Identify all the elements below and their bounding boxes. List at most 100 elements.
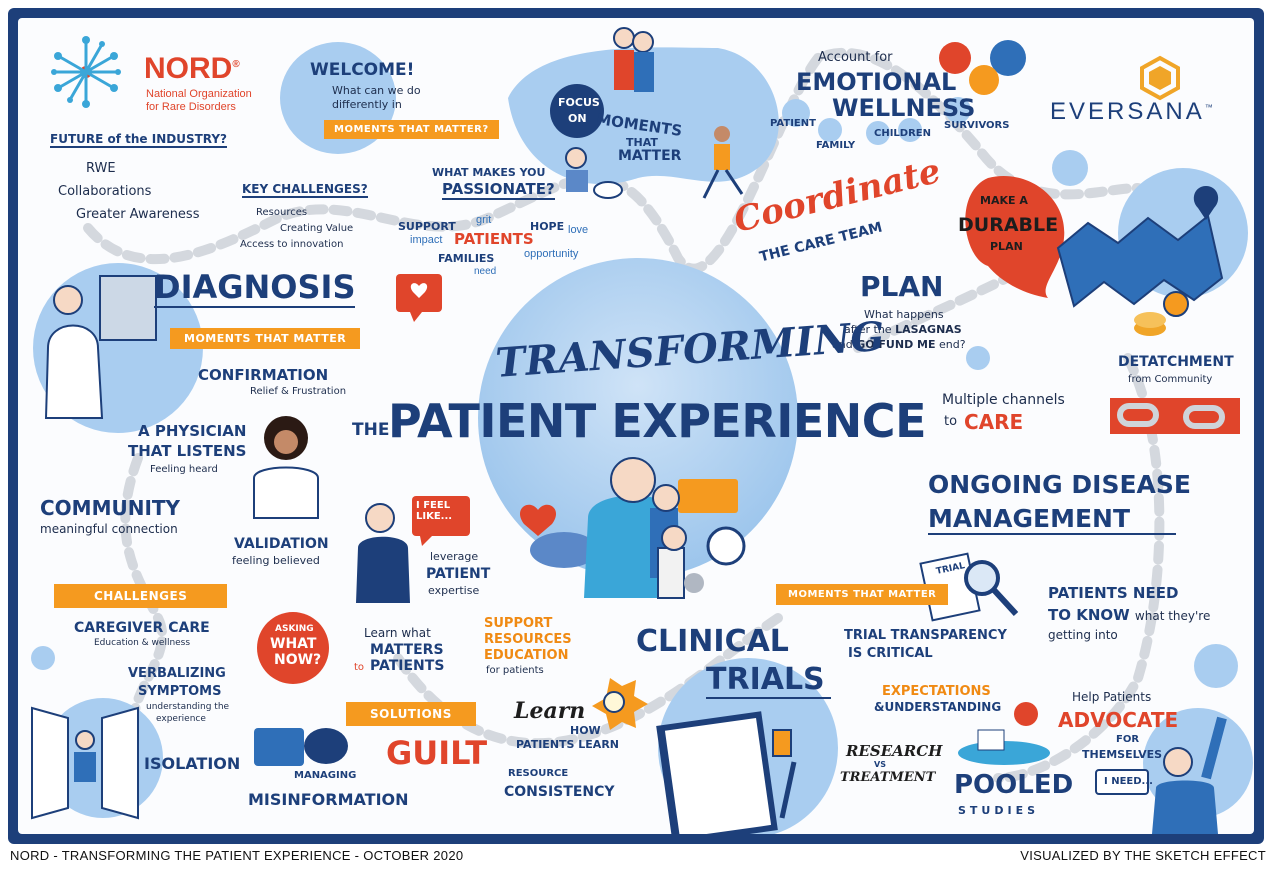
- plan-end: end?: [939, 338, 966, 351]
- durable-make: MAKE A: [980, 194, 1028, 207]
- passionate-heading-2: PASSIONATE?: [442, 180, 555, 200]
- passionate-impact: impact: [410, 234, 443, 246]
- ongoing-line-2: MANAGEMENT: [928, 504, 1177, 535]
- validation-sub: feeling believed: [232, 554, 320, 567]
- passionate-patients: PATIENTS: [454, 230, 534, 248]
- managing-text: MANAGING: [294, 770, 357, 781]
- clipboard-illustration: [656, 711, 797, 834]
- passionate-opportunity: opportunity: [524, 248, 579, 260]
- background-shapes: [31, 27, 1253, 834]
- isolation: ISOLATION: [144, 754, 241, 773]
- studies-text: STUDIES: [958, 804, 1040, 817]
- key-challenge-resources: Resources: [256, 207, 308, 218]
- account-for: Account for: [818, 50, 893, 65]
- channels-to: to: [944, 414, 958, 429]
- matter-text: MATTER: [618, 148, 682, 164]
- passionate-families: FAMILIES: [438, 252, 495, 265]
- what-text: WHAT: [270, 636, 317, 652]
- nord-subtitle-2: for Rare Disorders: [146, 101, 236, 113]
- detatchment-sub: from Community: [1128, 374, 1213, 385]
- asking-text: ASKING: [275, 624, 314, 634]
- expectations-text: EXPECTATIONS: [882, 684, 991, 699]
- learn-what: Learn what: [364, 626, 431, 640]
- emotional-family: FAMILY: [816, 140, 856, 151]
- family-illustration: [519, 457, 746, 599]
- asking-bubble: [257, 612, 329, 684]
- eversana-wordmark: EVERSANA™: [1050, 98, 1216, 126]
- nord-reg: ®: [232, 59, 240, 70]
- caregiver-care: CAREGIVER CARE: [74, 620, 210, 636]
- verbalizing-sub-2: experience: [156, 714, 206, 724]
- footer-left: NORD - TRANSFORMING THE PATIENT EXPERIEN…: [10, 848, 464, 863]
- plan-heading: PLAN: [860, 270, 944, 303]
- community: COMMUNITY: [40, 496, 181, 520]
- focus-text: FOCUS: [558, 96, 600, 109]
- pool-illustration: [958, 702, 1050, 765]
- verbalizing-1: VERBALIZING: [128, 666, 226, 681]
- welcome-heading: WELCOME!: [310, 60, 415, 80]
- future-item-awareness: Greater Awareness: [76, 207, 200, 222]
- solutions-resources: RESOURCES: [484, 632, 572, 647]
- clinical-tag: MOMENTS THAT MATTER: [776, 584, 949, 605]
- eversana-tm: ™: [1204, 103, 1216, 112]
- research-text: RESEARCH: [846, 742, 943, 760]
- caregiver-sub: Education & wellness: [94, 638, 191, 648]
- focus-badge: [550, 84, 604, 138]
- broken-chain-illustration: [1110, 398, 1240, 434]
- plan-line-1: What happens: [864, 308, 944, 321]
- verbalizing-sub-1: understanding the: [146, 702, 230, 712]
- learn-how: HOW: [570, 724, 601, 737]
- trial-transparency-1: TRIAL TRANSPARENCY: [844, 628, 1007, 643]
- patients-need-1: PATIENTS NEED: [1048, 584, 1179, 602]
- advocate-illustration: [1095, 716, 1227, 834]
- folded-map-illustration: [1056, 186, 1224, 308]
- emotional-text: EMOTIONAL: [796, 68, 957, 96]
- for-text: FOR: [1116, 734, 1140, 745]
- passionate-hope: HOPE: [530, 220, 565, 233]
- vs-text: VS: [874, 760, 886, 769]
- solutions-education: EDUCATION: [484, 648, 569, 663]
- solutions-for-patients: for patients: [486, 665, 544, 676]
- leverage-text: leverage: [430, 550, 479, 563]
- welcome-tag: MOMENTS THAT MATTER?: [324, 120, 499, 139]
- doctor-xray-illustration: [44, 275, 157, 419]
- diagnosis-tag: MOMENTS THAT MATTER: [170, 328, 361, 349]
- misinformation-bubbles: [254, 728, 348, 766]
- nord-logo-burst: [51, 36, 121, 108]
- plan-gofundme: GO FUND ME: [856, 338, 936, 351]
- key-challenge-value: Creating Value: [280, 223, 354, 234]
- channels-care: CARE: [964, 410, 1024, 434]
- durable-plan: PLAN: [990, 240, 1023, 253]
- hugging-illustration: [613, 27, 654, 92]
- passionate-love: love: [568, 224, 589, 236]
- trial-transparency-2: IS CRITICAL: [848, 646, 933, 661]
- emotional-patient: PATIENT: [770, 118, 816, 129]
- detatchment-heading: DETATCHMENT: [1118, 354, 1234, 370]
- getting-into: getting into: [1048, 628, 1118, 642]
- solutions-support: SUPPORT: [484, 616, 553, 631]
- misinformation-text: MISINFORMATION: [248, 790, 409, 809]
- plan-after-the: after the: [844, 323, 892, 336]
- guilt-text: GUILT: [386, 734, 488, 772]
- patient-expertise-patient: PATIENT: [426, 566, 491, 582]
- understanding-text: &UNDERSTANDING: [874, 700, 1002, 714]
- confirmation-sub: Relief & Frustration: [250, 386, 347, 397]
- nord-name: NORD: [144, 52, 233, 85]
- patients-learn: PATIENTS LEARN: [516, 738, 619, 751]
- verbalizing-2: SYMPTOMS: [138, 684, 222, 699]
- to-know: TO KNOW: [1048, 606, 1130, 624]
- plan-and: and: [832, 338, 853, 351]
- emotional-survivors: SURVIVORS: [944, 120, 1010, 131]
- advocate-text: ADVOCATE: [1058, 708, 1179, 732]
- what-theyre: what they're: [1134, 609, 1211, 623]
- physician-illustration: [253, 416, 319, 519]
- challenges-tag: CHALLENGES: [54, 584, 228, 608]
- emoji-faces: [939, 40, 1026, 95]
- validation: VALIDATION: [234, 536, 329, 552]
- trials-text: TRIALS: [706, 662, 831, 699]
- pooled-text: POOLED: [954, 770, 1074, 800]
- i-feel-bubble: [412, 496, 470, 536]
- that-text: THAT: [626, 136, 658, 149]
- welcome-line-1: What can we do: [332, 84, 421, 97]
- key-challenge-access: Access to innovation: [240, 239, 344, 250]
